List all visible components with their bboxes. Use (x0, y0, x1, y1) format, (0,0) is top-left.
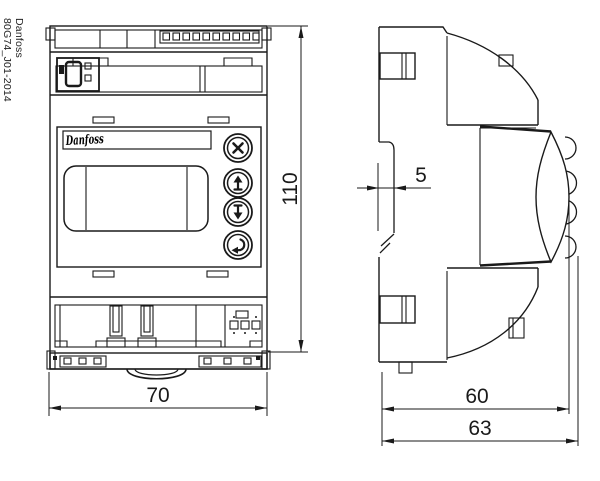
danfoss-logo: Danfoss (65, 132, 105, 149)
side-top-tab (498, 54, 514, 67)
bottom-rail (46, 350, 271, 370)
side-top-edge (379, 26, 448, 34)
din-clip (126, 368, 187, 380)
dim-width-label: 70 (146, 384, 169, 407)
upper-recess-band (92, 116, 230, 124)
dim-depth-overall-label: 63 (468, 417, 491, 440)
display (63, 165, 209, 232)
side-top-curve (446, 32, 539, 101)
doc-number-line1: Danfoss (13, 18, 25, 58)
dip-switch-block (229, 310, 261, 334)
enter-icon (231, 238, 246, 254)
din-rail-groove (379, 141, 395, 254)
arrow-down-icon (233, 204, 243, 220)
dim-depth-body-label: 60 (465, 385, 488, 408)
vent-slot (92, 270, 115, 278)
vent-slot (207, 116, 230, 124)
side-bottom-foot (398, 361, 413, 374)
button-up (223, 168, 253, 198)
side-bottom-terminal (379, 295, 416, 324)
button-enter (223, 230, 253, 260)
side-top-terminal (379, 52, 416, 80)
vent-slot (206, 270, 229, 278)
dim-depth-overall: 63 (381, 256, 579, 446)
upper-cover-section (50, 51, 267, 96)
cross-icon (232, 142, 244, 154)
doc-number: Danfoss 80G74_J01-2014 (1, 18, 25, 102)
vent-slot (92, 116, 115, 124)
dim-height: 110 (268, 25, 308, 353)
comm-connector (56, 57, 100, 92)
face-plate (56, 126, 262, 268)
logo-bar: Danfoss (62, 130, 212, 150)
dim-rail-offset: 5 (357, 163, 431, 231)
arrow-up-icon (233, 175, 243, 191)
side-bottom-curve (446, 286, 539, 359)
dim-width: 70 (48, 372, 268, 416)
button-cross (223, 133, 253, 163)
dim-depth-body: 60 (382, 199, 570, 414)
dim-height-label: 110 (279, 172, 302, 205)
lower-recess-band (50, 270, 267, 298)
dim-rail-offset-label: 5 (415, 164, 427, 187)
side-bottom-tab (508, 317, 525, 339)
side-front-lens (535, 130, 570, 264)
button-down (223, 197, 253, 227)
side-view (378, 26, 578, 374)
bottom-terminal-section (54, 304, 263, 348)
doc-number-line2: 80G74_J01-2014 (1, 18, 13, 102)
front-view: Danfoss (45, 25, 272, 380)
top-terminal-strip (54, 29, 263, 49)
side-bezel (447, 124, 552, 269)
dimensions: 110 70 5 60 (48, 25, 579, 446)
